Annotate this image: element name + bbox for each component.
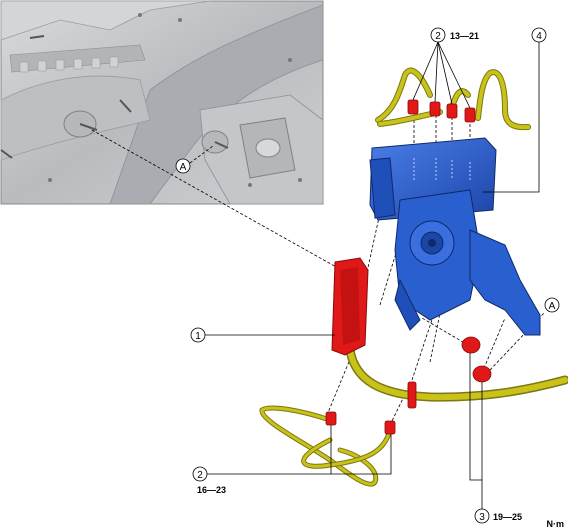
svg-text:2: 2 [435,31,441,42]
callout-2-bottom: 2 16—23 [192,425,392,495]
callout-3: 3 19—25 [469,353,522,524]
svg-text:2: 2 [197,470,203,481]
svg-text:A: A [180,162,187,173]
svg-text:3: 3 [479,512,485,523]
torque-bracket-nuts: 19—25 [493,512,522,522]
main-ref-mark-a: A [544,297,560,313]
callout-1: 1 [190,327,335,343]
torque-unit: N·m [547,519,565,529]
svg-text:1: 1 [195,331,201,342]
top-pipe-flare-nuts [407,99,476,123]
top-brake-pipes [375,67,531,131]
lower-brake-pipes [259,345,568,487]
component-1-module [331,257,369,356]
callout-2-top: 2 13—21 [412,27,479,109]
callout-4: 4 [483,27,547,193]
svg-text:4: 4 [536,31,542,42]
abs-hydraulic-unit [369,137,541,336]
bracket-nuts [461,336,492,383]
body-panel-inset [0,0,324,205]
torque-lower-pipes: 16—23 [197,485,226,495]
inset-ref-mark-a: A [175,145,214,174]
torque-top-pipes: 13—21 [450,31,479,41]
lower-pipe-flare-nuts [325,381,417,435]
svg-text:A: A [549,301,556,312]
stud-right [214,141,229,149]
stud-left [79,123,98,131]
